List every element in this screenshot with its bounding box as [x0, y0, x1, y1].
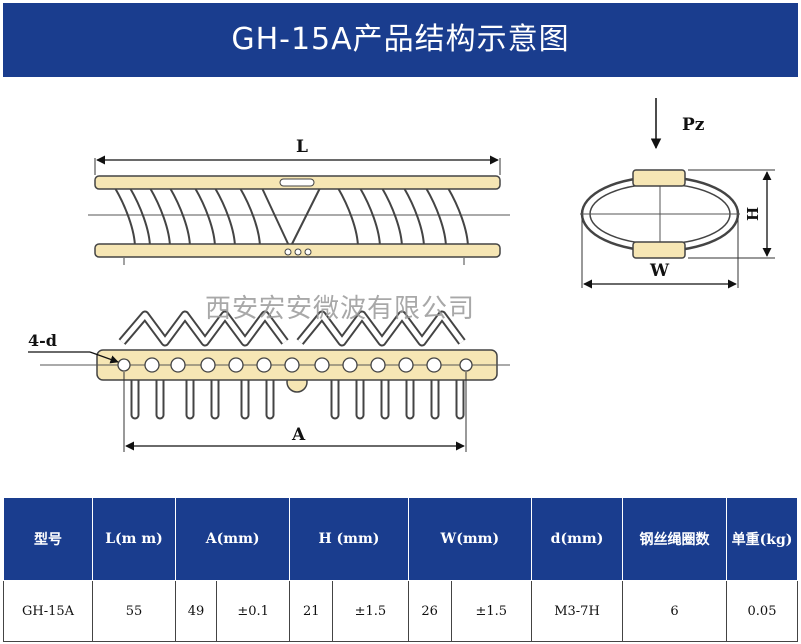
cell-coils: 6	[622, 580, 727, 642]
col-weight: 单重(kg)	[726, 497, 798, 581]
side-view: Pz H W	[580, 98, 775, 289]
dim-label-A: A	[291, 425, 306, 445]
cell-W-tol: ±1.5	[450, 580, 533, 642]
col-A: A(mm)	[174, 497, 291, 581]
col-H: H (mm)	[289, 497, 409, 581]
dim-label-L: L	[296, 137, 308, 157]
cell-H-tol: ±1.5	[332, 580, 409, 642]
cell-A-tol: ±0.1	[215, 580, 291, 642]
cell-W: 26	[407, 580, 452, 642]
table-header-row: 型号 L(m m) A(mm) H (mm) W(mm) d(mm) 钢丝绳圈数…	[3, 497, 798, 581]
col-model: 型号	[3, 497, 93, 581]
col-coils: 钢丝绳圈数	[622, 497, 727, 581]
top-view: L	[88, 137, 510, 265]
cell-weight: 0.05	[726, 580, 798, 642]
dim-label-Pz: Pz	[682, 115, 705, 135]
cell-H: 21	[289, 580, 334, 642]
cell-model: GH-15A	[3, 580, 93, 642]
top-coils	[114, 187, 469, 249]
dim-label-H: H	[744, 207, 762, 221]
dim-label-hole: 4-d	[28, 331, 57, 350]
structure-diagram: L	[28, 98, 775, 452]
dim-label-W: W	[649, 261, 670, 281]
page-title: GH-15A产品结构示意图	[231, 22, 570, 57]
title-banner: GH-15A产品结构示意图	[3, 3, 798, 77]
spec-table: 型号 L(m m) A(mm) H (mm) W(mm) d(mm) 钢丝绳圈数…	[3, 497, 798, 642]
table-row: GH-15A 55 49 ±0.1 21 ±1.5 26 ±1.5 M3-7H …	[3, 580, 798, 642]
cell-A: 49	[175, 580, 217, 642]
col-d: d(mm)	[531, 497, 623, 581]
cell-d: M3-7H	[531, 580, 623, 642]
col-W: W(mm)	[407, 497, 533, 581]
watermark: 西安宏安微波有限公司	[205, 294, 476, 324]
front-view: 4-d A	[28, 310, 510, 452]
cell-L: 55	[92, 580, 176, 642]
col-L: L(m m)	[92, 497, 176, 581]
